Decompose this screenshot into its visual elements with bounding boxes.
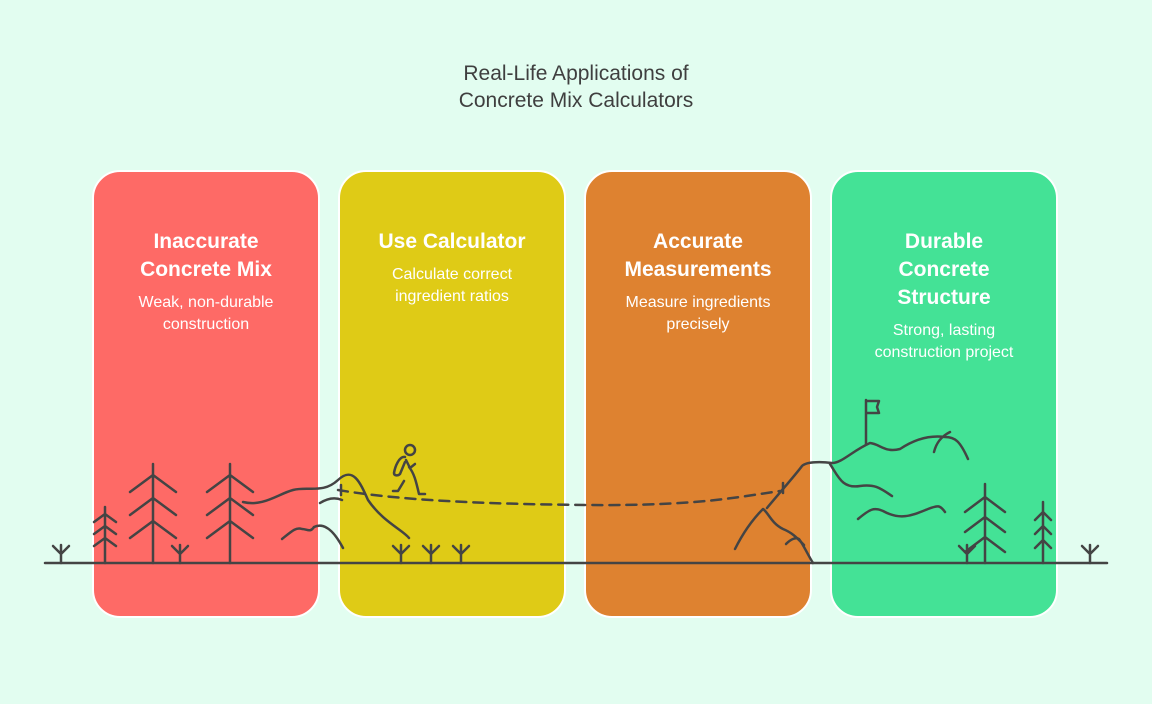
- flag-icon: [864, 398, 881, 446]
- grass-icon: [51, 543, 1100, 565]
- title-line-1: Real-Life Applications of: [463, 62, 689, 85]
- dashed-path: [336, 488, 782, 507]
- title-line-2: Concrete Mix Calculators: [458, 89, 694, 112]
- hiker-icon: [391, 443, 427, 496]
- mountain-icon: [241, 430, 970, 565]
- card-heading: Use Calculator: [378, 230, 526, 253]
- diagram-title: Real-Life Applications of Concrete Mix C…: [0, 60, 1152, 114]
- tree-icon: [92, 462, 1053, 565]
- path-marker: [339, 481, 785, 497]
